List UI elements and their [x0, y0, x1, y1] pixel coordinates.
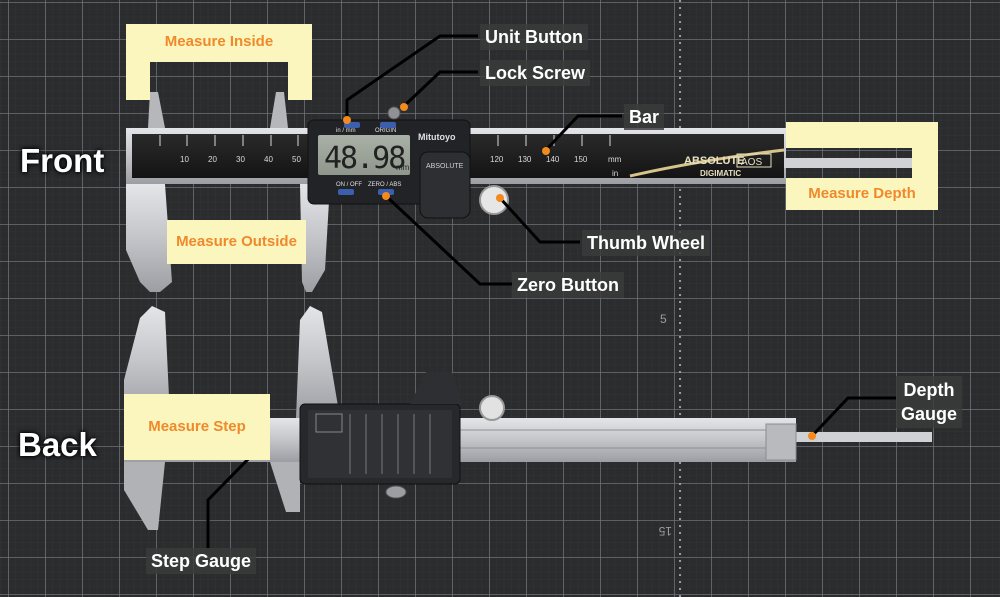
leader-dots [254, 103, 816, 453]
absolute-badge: ABSOLUTE [684, 155, 745, 167]
depth-gauge-callout: Depth Gauge [896, 376, 963, 428]
front-lcd-unit: mm [396, 163, 410, 172]
back-end-cap [765, 423, 797, 461]
dot-thumb-wheel [496, 194, 504, 202]
dot-bar [542, 147, 550, 155]
depth-gauge-line1: Depth [903, 380, 955, 400]
scale-120: 120 [490, 155, 504, 164]
dot-lock-screw [400, 103, 408, 111]
leader-lines [206, 34, 896, 548]
digimatic-label: DIGIMATIC [700, 169, 741, 178]
front-depth-rod [784, 158, 922, 168]
front-label: Front [20, 142, 105, 179]
depth-gauge-line2: Gauge [901, 404, 958, 424]
back-dial-housing [410, 372, 462, 404]
front-brand: Mitutoyo [418, 132, 456, 142]
leader-step-gauge [206, 447, 260, 548]
measure-depth-label: Measure Depth [786, 178, 938, 210]
back-fixed-lower-jaw [124, 462, 165, 530]
scale-unit-in: in [612, 169, 618, 178]
front-lcd [318, 135, 410, 175]
measure-step-label: Measure Step [124, 394, 270, 460]
scale-40: 40 [264, 155, 273, 164]
front-fixed-inside-jaw [148, 92, 165, 128]
scale-50: 50 [292, 155, 301, 164]
front-origin-button[interactable] [380, 122, 396, 128]
lock-screw-callout: Lock Screw [480, 60, 591, 86]
front-in-mm-label: in / mm [336, 128, 356, 134]
back-sliding-jaw [296, 306, 340, 418]
dot-zero-button [382, 192, 390, 200]
measure-inside-label: Measure Inside [126, 26, 312, 58]
scale-140: 140 [546, 155, 560, 164]
front-on-off-label: ON / OFF [336, 182, 362, 188]
front-dial-label: ABSOLUTE [426, 163, 464, 170]
front-lcd-reading: 48.98 [324, 141, 405, 176]
aos-badge: AOS [741, 157, 762, 168]
back-lock-screw[interactable] [385, 485, 407, 499]
leader-zero-button [384, 194, 512, 286]
aos-badge-box [736, 153, 772, 168]
back-fixed-jaw [124, 306, 170, 418]
mat-number-15: 15 [658, 524, 672, 538]
front-onoff-button[interactable] [338, 189, 354, 195]
step-gauge-callout: Step Gauge [146, 548, 257, 574]
bar-swoosh [629, 148, 785, 178]
scale-unit-mm: mm [608, 155, 622, 164]
front-sliding-jaw [300, 184, 330, 292]
leader-unit-button [345, 34, 478, 118]
front-caliper: 10 20 30 40 50 120 130 140 150 mm in ABS… [126, 92, 922, 292]
front-thumb-wheel[interactable] [479, 185, 509, 215]
back-thumb-wheel[interactable] [479, 395, 505, 421]
front-fixed-jaw [126, 184, 172, 292]
mat-number-5: 5 [660, 312, 667, 326]
back-depth-rod [796, 432, 932, 442]
scale-20: 20 [208, 155, 217, 164]
scale-130: 130 [518, 155, 532, 164]
measure-outside-label: Measure Outside [167, 220, 306, 264]
bar-callout: Bar [624, 104, 665, 130]
scale-150: 150 [574, 155, 588, 164]
dot-depth-gauge [808, 432, 816, 440]
back-sliding-lower-jaw [270, 462, 300, 512]
dot-unit-button [343, 116, 351, 124]
unit-button-callout: Unit Button [480, 24, 588, 50]
leader-bar [544, 114, 622, 152]
zero-button-callout: Zero Button [512, 272, 624, 298]
front-zero-abs-label: ZERO / ABS [368, 182, 401, 188]
front-sliding-inside-jaw [270, 92, 288, 128]
front-origin-label: ORIGIN [375, 128, 396, 134]
front-lock-screw[interactable] [387, 106, 401, 120]
thumb-wheel-callout: Thumb Wheel [582, 230, 710, 256]
back-spec-lines [349, 414, 431, 474]
scale-30: 30 [236, 155, 245, 164]
back-ce-mark [315, 413, 343, 433]
front-scale-numbers: 10 20 30 40 50 120 130 140 150 mm in [180, 155, 622, 178]
leader-depth-gauge [810, 396, 896, 438]
scale-10: 10 [180, 155, 189, 164]
front-dial-plate [419, 151, 471, 219]
leader-lock-screw [402, 70, 478, 108]
leader-thumb-wheel [498, 196, 580, 244]
back-label: Back [18, 426, 97, 463]
back-spec-label [308, 410, 452, 478]
